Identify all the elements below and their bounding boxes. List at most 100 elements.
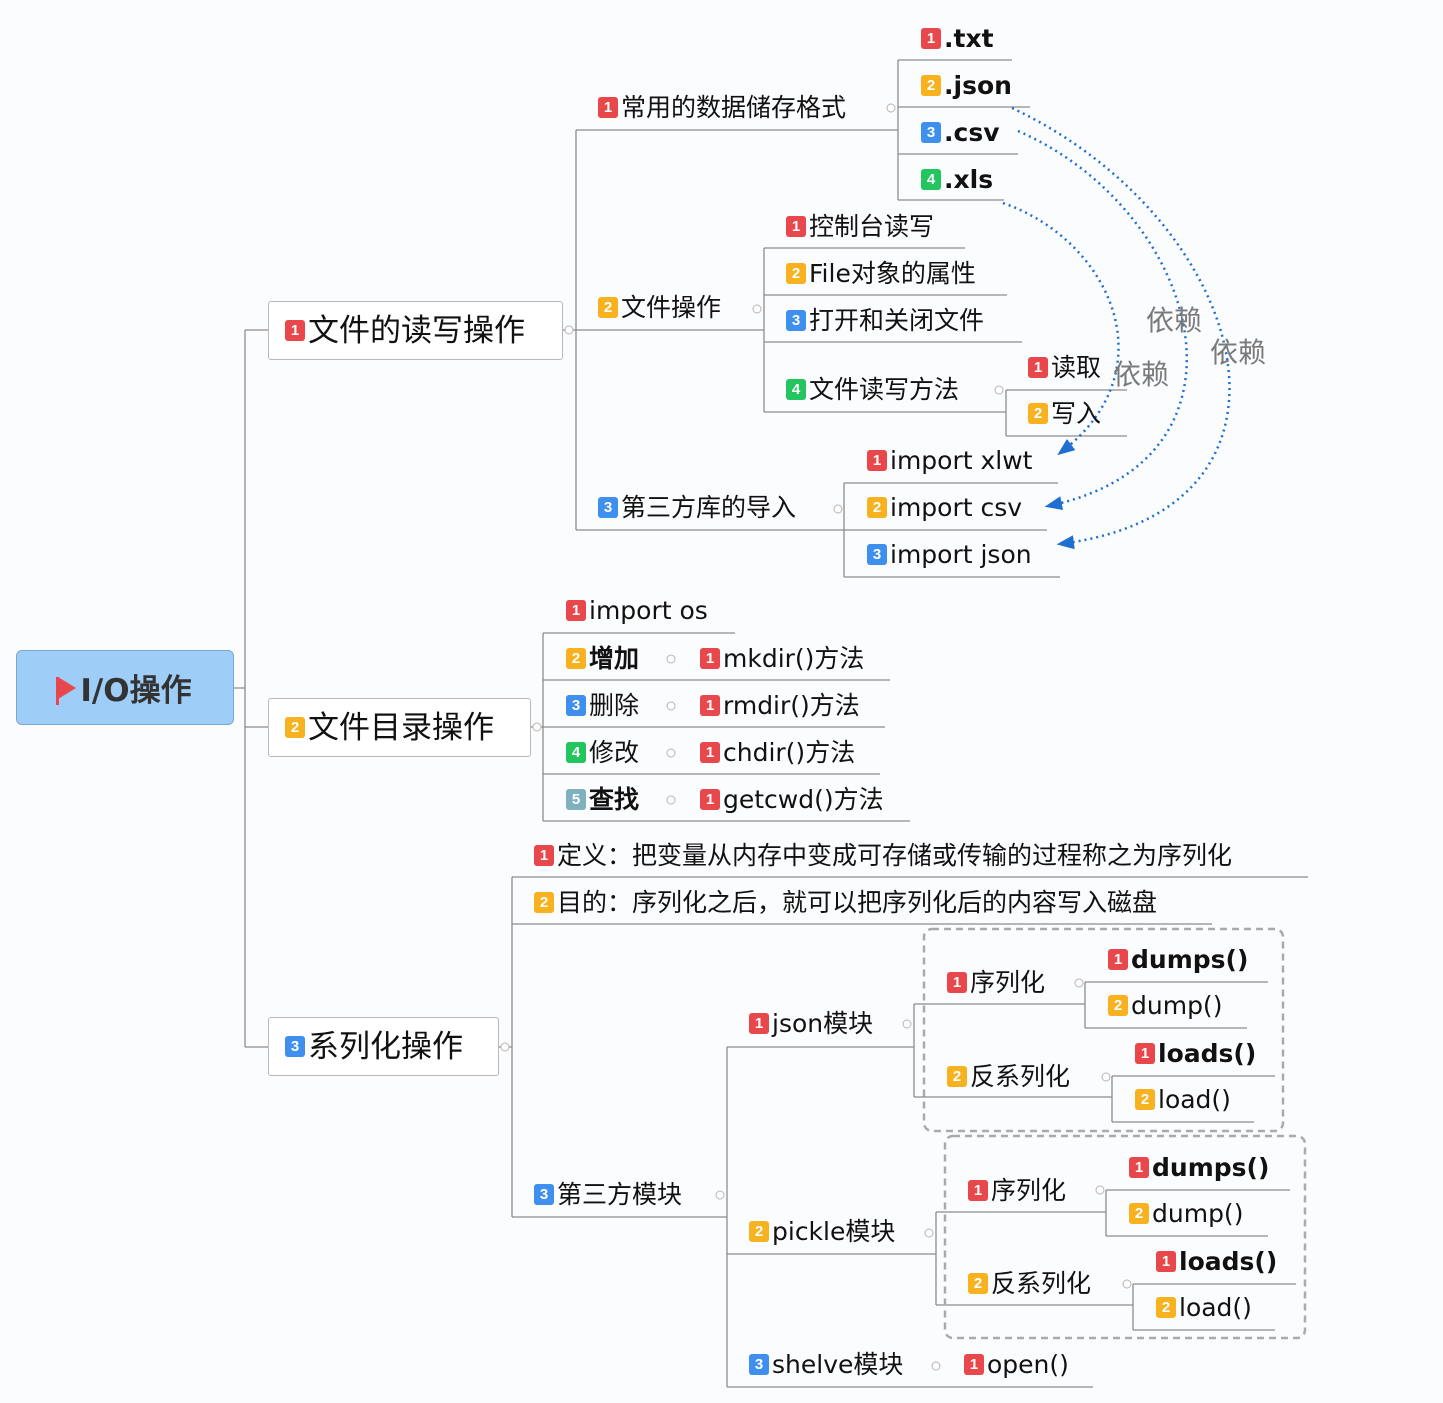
dependency-link-json — [1011, 106, 1231, 550]
node-csv[interactable]: 3.csv — [921, 117, 1000, 149]
node-label: 第三方库的导入 — [621, 493, 797, 522]
dependency-label: 依赖 — [1146, 304, 1203, 337]
priority-badge: 2 — [786, 262, 806, 284]
node-label: chdir()方法 — [723, 738, 856, 767]
node-label: pickle模块 — [772, 1217, 896, 1246]
priority-badge: 1 — [1135, 1042, 1155, 1064]
node-xls[interactable]: 4.xls — [921, 164, 993, 196]
node-json[interactable]: 2.json — [921, 70, 1012, 102]
priority-badge: 4 — [566, 741, 586, 763]
priority-badge: 2 — [1135, 1088, 1155, 1110]
priority-badge: 5 — [566, 788, 586, 810]
priority-badge: 2 — [566, 647, 586, 669]
node-label: dumps() — [1131, 945, 1249, 974]
node-label: load() — [1158, 1085, 1231, 1114]
priority-badge: 2 — [1028, 402, 1048, 424]
node-label: 修改 — [589, 738, 640, 767]
node-label: import xlwt — [890, 446, 1033, 475]
json-group-frame — [922, 927, 1285, 1133]
node-label: dump() — [1152, 1199, 1244, 1228]
priority-badge: 1 — [947, 971, 967, 993]
node-label: .json — [944, 71, 1012, 100]
root-label: I/O操作 — [80, 673, 192, 709]
branch-label: 文件的读写操作 — [308, 313, 525, 349]
priority-badge: 1 — [749, 1012, 769, 1034]
node-txt[interactable]: 1.txt — [921, 23, 994, 55]
node-label: .xls — [944, 165, 994, 194]
dependency-link-csv — [1017, 129, 1189, 510]
priority-badge: 2 — [534, 891, 554, 913]
priority-badge: 1 — [1108, 948, 1128, 970]
priority-badge: 1 — [700, 694, 720, 716]
node-label: 打开和关闭文件 — [809, 306, 985, 335]
priority-badge: 3 — [786, 309, 806, 331]
priority-badge: 4 — [921, 168, 941, 190]
node-label: getcwd()方法 — [723, 785, 884, 814]
node-label: import csv — [890, 493, 1023, 522]
node-label: import json — [890, 540, 1032, 569]
node-label: 增加 — [589, 644, 640, 673]
node-label: dump() — [1131, 991, 1223, 1020]
priority-badge: 2 — [1129, 1202, 1149, 1224]
priority-badge: 1 — [1028, 356, 1048, 378]
priority-badge: 1 — [867, 449, 887, 471]
root-node[interactable]: I/O操作 — [16, 650, 234, 725]
priority-badge: 1 — [534, 844, 554, 866]
priority-badge: 3 — [566, 694, 586, 716]
dependency-label: 依赖 — [1210, 336, 1267, 369]
priority-badge: 2 — [968, 1272, 988, 1294]
node-label: import os — [589, 596, 708, 625]
priority-badge: 2 — [947, 1065, 967, 1087]
node-label: shelve模块 — [772, 1350, 904, 1379]
node-label: 第三方模块 — [557, 1180, 683, 1209]
node-label: rmdir()方法 — [723, 691, 860, 720]
node-label: .txt — [944, 24, 994, 53]
priority-badge: 1 — [700, 788, 720, 810]
node-label: dumps() — [1152, 1153, 1270, 1182]
